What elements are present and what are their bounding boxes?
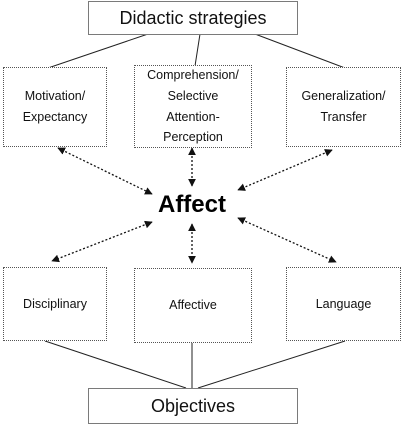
arrow-motivation-affect <box>57 147 153 195</box>
objectives-box: Objectives <box>88 388 298 424</box>
affective-label: Affective <box>169 298 217 313</box>
comprehension-label: Comprehension/ Selective Attention- Perc… <box>147 68 239 145</box>
arrow-generalization-affect <box>237 149 333 191</box>
connector-bottom-left <box>44 340 187 389</box>
connector-bottom-right <box>197 340 346 389</box>
affective-box: Affective <box>134 268 252 343</box>
arrow-affect-language <box>237 217 337 263</box>
motivation-box: Motivation/ Expectancy <box>3 67 107 147</box>
disciplinary-label: Disciplinary <box>23 296 87 311</box>
language-label: Language <box>315 296 372 311</box>
language-box: Language <box>286 267 401 341</box>
didactic-strategies-box: Didactic strategies <box>88 1 298 35</box>
objectives-label: Objectives <box>150 395 236 416</box>
didactic-strategies-label: Didactic strategies <box>119 7 267 28</box>
connector-top-right <box>254 33 346 69</box>
generalization-label: Generalization/ Transfer <box>301 89 386 124</box>
connector-top-center <box>194 33 201 67</box>
connector-top-left <box>47 33 149 69</box>
motivation-label: Motivation/ Expectancy <box>22 89 88 124</box>
disciplinary-box: Disciplinary <box>3 267 107 341</box>
comprehension-box: Comprehension/ Selective Attention- Perc… <box>134 65 252 148</box>
generalization-box: Generalization/ Transfer <box>286 67 401 147</box>
arrow-affect-disciplinary <box>51 220 153 263</box>
affect-label: Affect <box>156 187 228 223</box>
